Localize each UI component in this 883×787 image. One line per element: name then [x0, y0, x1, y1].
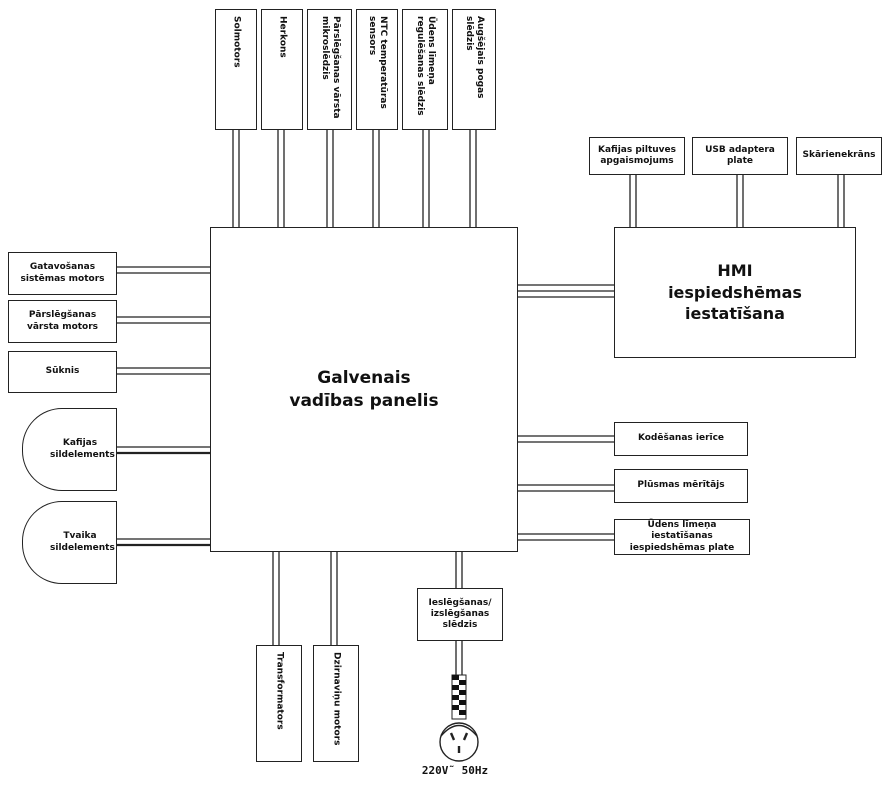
- hmi-component-hopper-light: Kafijas piltuves apgaismojums: [589, 137, 685, 175]
- main-panel-label: Galvenais vadības panelis: [289, 367, 439, 411]
- bottom-component-transformer: Transformators: [256, 645, 302, 762]
- hmi-panel: HMI iespiedshēmas iestatīšana: [614, 227, 856, 358]
- bottom-component-power-switch: Ieslēgšanas/ izslēgšanas slēdzis: [417, 588, 503, 641]
- right-component-label: Ūdens līmeņa iestatīšanas iespiedshēmas …: [629, 520, 735, 553]
- hmi-component-touchscreen: Skārienekrāns: [796, 137, 882, 175]
- top-component-label: NTC temperatūras sensors: [367, 16, 388, 109]
- top-component-label: Augšējais pogas slēdzis: [464, 16, 485, 99]
- left-component-label: Gatavošanas sistēmas motors: [20, 262, 105, 284]
- left-component-label: Kafijas sildelements: [50, 437, 115, 460]
- hmi-component-label: Skārienekrāns: [802, 150, 876, 161]
- left-component-brewing-motor: Gatavošanas sistēmas motors: [8, 252, 117, 295]
- power-cord: [451, 674, 467, 720]
- left-component-steam-heater: Tvaika sildelements: [22, 501, 117, 584]
- top-component-label: Ūdens līmeņa regulēšanas slēdzis: [415, 16, 436, 116]
- top-component-water-level-switch: Ūdens līmeņa regulēšanas slēdzis: [402, 9, 448, 130]
- right-component-label: Kodēšanas ierīce: [637, 433, 725, 444]
- bottom-component-grinder-motor: Dzirnaviņu motors: [313, 645, 359, 762]
- hmi-component-label: USB adaptera plate: [705, 144, 775, 166]
- top-component-valve-microswitch: Pārslēgšanas vārsta mikroslēdzis: [307, 9, 352, 130]
- hmi-panel-label: HMI iespiedshēmas iestatīšana: [668, 261, 802, 324]
- power-plug-icon: [439, 722, 479, 762]
- hmi-component-usb-board: USB adaptera plate: [692, 137, 788, 175]
- power-label: 220V˜ 50Hz: [421, 764, 489, 777]
- right-component-encoder: Kodēšanas ierīce: [614, 422, 748, 456]
- top-component-label: Pārslēgšanas vārsta mikroslēdzis: [319, 16, 341, 119]
- bottom-component-label: Transformators: [274, 652, 285, 730]
- top-component-label: Solmotors: [231, 16, 242, 68]
- top-component-top-button-switch: Augšējais pogas slēdzis: [452, 9, 496, 130]
- top-component-solmotors: Solmotors: [215, 9, 257, 130]
- left-component-valve-motor: Pārslēgšanas vārsta motors: [8, 300, 117, 343]
- left-component-pump: Sūknis: [8, 351, 117, 393]
- right-component-flowmeter: Plūsmas mērītājs: [614, 469, 748, 503]
- hmi-component-label: Kafijas piltuves apgaismojums: [597, 144, 677, 166]
- right-component-label: Plūsmas mērītājs: [637, 480, 725, 491]
- left-component-coffee-heater: Kafijas sildelements: [22, 408, 117, 491]
- top-component-herkons: Herkons: [261, 9, 303, 130]
- top-component-label: Herkons: [277, 16, 288, 58]
- left-component-label: Sūknis: [45, 366, 80, 377]
- left-component-label: Pārslēgšanas vārsta motors: [26, 310, 99, 332]
- left-component-label: Tvaika sildelements: [50, 530, 115, 553]
- bottom-component-label: Ieslēgšanas/ izslēgšanas slēdzis: [428, 597, 492, 631]
- top-component-ntc-sensor: NTC temperatūras sensors: [356, 9, 398, 130]
- main-control-panel: Galvenais vadības panelis: [210, 227, 518, 552]
- bottom-component-label: Dzirnaviņu motors: [331, 652, 342, 746]
- right-component-water-level-board: Ūdens līmeņa iestatīšanas iespiedshēmas …: [614, 519, 750, 555]
